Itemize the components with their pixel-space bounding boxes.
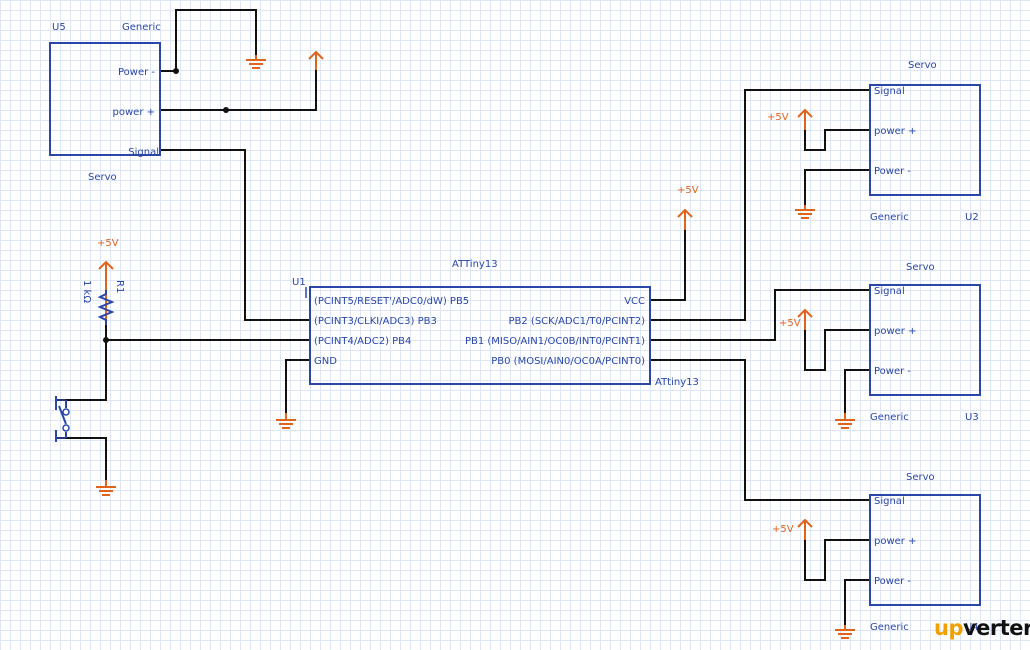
wire-u4-power-minus[interactable] <box>844 579 871 626</box>
u2-ref: U2 <box>965 212 979 223</box>
power-label-u2: +5V <box>767 112 789 123</box>
u3-manufacturer: Generic <box>870 412 909 423</box>
logo-part-up: up <box>934 616 963 640</box>
ground-icon[interactable] <box>276 413 296 429</box>
u1-pin-pb0: PB0 (MOSI/AIN0/OC0A/PCINT0) <box>491 356 645 367</box>
component-u5[interactable]: U5 Generic Servo Power - power + Signal <box>49 22 161 183</box>
junction-dot <box>103 337 109 343</box>
u4-pin-signal: Signal <box>874 496 905 507</box>
u4-ref: U4 <box>965 622 979 633</box>
logo-part-verter: verter <box>962 616 1030 640</box>
component-u1[interactable]: U1 ATTiny13 ATtiny13 (PCINT5/RESET'/ADC0… <box>292 259 699 388</box>
u3-ref: U3 <box>965 412 979 423</box>
power-5v-icon[interactable] <box>308 50 324 70</box>
power-label-r1: +5V <box>97 238 119 249</box>
u1-title: ATTiny13 <box>452 259 498 270</box>
u4-manufacturer: Generic <box>870 622 909 633</box>
u2-manufacturer: Generic <box>870 212 909 223</box>
wire-u5-signal[interactable] <box>159 149 311 321</box>
wire-u5-power-plus[interactable] <box>159 59 317 111</box>
wire-pb2-u2-signal[interactable] <box>649 89 871 321</box>
u1-pin-vcc: VCC <box>624 296 645 307</box>
component-r1[interactable]: R1 1 kΩ <box>81 280 125 325</box>
ground-symbols <box>96 55 855 639</box>
u3-pin-signal: Signal <box>874 286 905 297</box>
wire-u3-power-plus[interactable] <box>804 321 871 371</box>
wire-switch-node[interactable] <box>55 319 107 401</box>
resistor-icon <box>97 290 115 325</box>
u4-pin-power-minus: Power - <box>874 576 911 587</box>
wire-switch-gnd[interactable] <box>55 437 107 481</box>
wire-pb0-u4-signal[interactable] <box>649 359 871 501</box>
ground-icon[interactable] <box>96 480 116 496</box>
u2-name: Servo <box>908 60 937 71</box>
wire-pb1-u3-signal[interactable] <box>649 289 871 341</box>
u1-pin-pb2: PB2 (SCK/ADC1/T0/PCINT2) <box>509 316 646 327</box>
u4-pin-power-plus: power + <box>874 536 916 547</box>
u3-body <box>869 284 981 396</box>
u4-body <box>869 494 981 606</box>
u2-pin-power-plus: power + <box>874 126 916 137</box>
upverter-logo: upverter <box>934 618 1030 639</box>
component-u3[interactable]: Servo Generic U3 Signal power + Power - <box>869 262 981 423</box>
r1-ref: R1 <box>114 280 125 293</box>
junction-dot <box>223 107 229 113</box>
u5-pin-signal: Signal <box>128 147 159 158</box>
power-5v-icon[interactable] <box>677 208 693 230</box>
u1-pin-pb4: (PCINT4/ADC2) PB4 <box>314 336 411 347</box>
u1-pin-gnd: GND <box>314 356 337 367</box>
pushbutton-icon <box>55 396 70 442</box>
component-u4[interactable]: Servo Generic U4 Signal power + Power - <box>869 472 981 633</box>
ground-icon[interactable] <box>246 55 266 69</box>
power-label-u4: +5V <box>772 524 794 535</box>
r1-value: 1 kΩ <box>81 280 92 303</box>
wire-u5-power-minus[interactable] <box>159 9 257 72</box>
u5-pin-power-plus: power + <box>113 107 155 118</box>
ground-icon[interactable] <box>835 625 855 639</box>
power-5v-icon[interactable] <box>797 518 813 540</box>
junction-dot <box>173 68 179 74</box>
wire-u1-gnd[interactable] <box>285 359 311 414</box>
u3-pin-power-plus: power + <box>874 326 916 337</box>
u1-ref: U1 <box>292 277 306 288</box>
power-label-u3: +5V <box>779 318 801 329</box>
wires <box>55 9 871 626</box>
u5-body <box>49 42 161 156</box>
u4-name: Servo <box>906 472 935 483</box>
u2-pin-power-minus: Power - <box>874 166 911 177</box>
power-5v-icon[interactable] <box>797 308 813 330</box>
u1-pin-pb5: (PCINT5/RESET'/ADC0/dW) PB5 <box>314 296 469 307</box>
power-label-vcc: +5V <box>677 185 699 196</box>
u2-pin-signal: Signal <box>874 86 905 97</box>
u3-pin-power-minus: Power - <box>874 366 911 377</box>
power-5v-icon[interactable] <box>797 108 813 130</box>
u5-ref: U5 <box>52 22 66 33</box>
component-switch[interactable] <box>55 396 70 442</box>
u1-pin-pb1: PB1 (MISO/AIN1/OC0B/INT0/PCINT1) <box>465 336 645 347</box>
wire-u2-power-plus[interactable] <box>804 124 871 151</box>
ground-icon[interactable] <box>795 205 815 219</box>
wire-u2-power-minus[interactable] <box>804 169 871 206</box>
ground-icon[interactable] <box>835 413 855 429</box>
u2-body <box>869 84 981 196</box>
u5-manufacturer: Generic <box>122 22 161 33</box>
u3-name: Servo <box>906 262 935 273</box>
component-u2[interactable]: Servo Generic U2 Signal power + Power - <box>869 60 981 223</box>
wire-u1-vcc[interactable] <box>649 219 686 301</box>
u1-pin-pb3: (PCINT3/CLKI/ADC3) PB3 <box>314 316 437 327</box>
wire-u3-power-minus[interactable] <box>844 369 871 414</box>
u5-pin-power-minus: Power - <box>118 67 155 78</box>
u5-name: Servo <box>88 172 117 183</box>
u1-name: ATtiny13 <box>655 377 699 388</box>
u1-body <box>309 286 651 385</box>
wire-u4-power-plus[interactable] <box>804 529 871 581</box>
